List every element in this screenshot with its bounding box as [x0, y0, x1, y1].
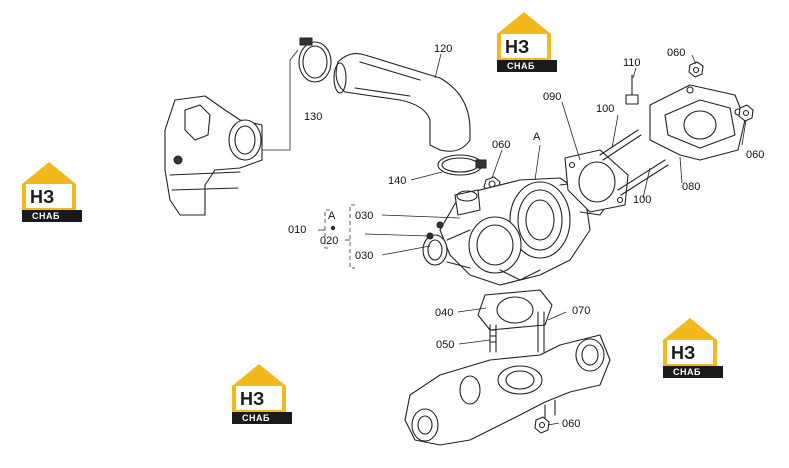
callout-060-center: 060: [492, 139, 510, 151]
callout-010: 010: [288, 224, 306, 236]
gasket-040: [477, 289, 553, 331]
intake-elbow: [164, 95, 263, 216]
watermark-sub-left: СНАБ: [32, 211, 60, 221]
callout-080: 080: [682, 181, 700, 193]
watermark-sub-top: СНАБ: [507, 61, 535, 71]
callout-140: 140: [388, 175, 406, 187]
watermark-letters-right: НЗ: [671, 343, 695, 363]
leader-lines: [364, 53, 747, 426]
callout-040: 040: [435, 307, 453, 319]
nut-060-top-right: [688, 61, 704, 78]
watermark-sub-bottom: СНАБ: [242, 413, 270, 423]
group-bracket: [318, 204, 355, 269]
exhaust-manifold: [404, 334, 611, 446]
watermark-logo-bottom: НЗ СНАБ: [232, 364, 292, 424]
nut-060-bottom: [534, 416, 550, 434]
watermark-sub-right: СНАБ: [673, 367, 701, 377]
callout-110: 110: [623, 57, 641, 69]
callout-100-lower: 100: [633, 194, 651, 206]
gasket-090: [564, 149, 629, 213]
callout-030-lower: 030: [355, 250, 373, 262]
callout-020: 020: [320, 235, 338, 247]
callout-100-top: 100: [596, 103, 614, 115]
watermark-letters-top: НЗ: [505, 37, 529, 57]
callout-060-right: 060: [746, 149, 764, 161]
watermark-logo-top: НЗ СНАБ: [497, 12, 557, 72]
leader-130: [262, 49, 299, 151]
callout-030-upper: 030: [355, 210, 373, 222]
intake-hose-120: [333, 53, 471, 152]
callout-070: 070: [572, 305, 590, 317]
turbocharger-body: [422, 177, 611, 286]
watermark-logo-left: НЗ СНАБ: [22, 162, 82, 222]
watermark-letters-bottom: НЗ: [240, 389, 264, 409]
stud-050: [489, 324, 497, 353]
callout-060-top: 060: [667, 47, 685, 59]
callout-120: 120: [434, 43, 452, 55]
studs-100: [599, 129, 669, 196]
nut-060-right: [738, 104, 754, 122]
callout-060-bottom: 060: [562, 418, 580, 430]
bolt-110: [625, 74, 639, 105]
exhaust-elbow-080: [649, 84, 746, 161]
callout-050: 050: [436, 339, 454, 351]
watermark-letters-left: НЗ: [30, 187, 54, 207]
callout-130: 130: [304, 111, 322, 123]
callout-a-top: A: [533, 131, 541, 143]
watermark-logo-right: НЗ СНАБ: [663, 318, 723, 378]
clamp-140: [437, 154, 487, 176]
stud-070: [537, 311, 545, 353]
callout-a-group: A: [328, 210, 336, 222]
callout-090: 090: [543, 91, 561, 103]
hose-clamp-130: [298, 37, 332, 83]
